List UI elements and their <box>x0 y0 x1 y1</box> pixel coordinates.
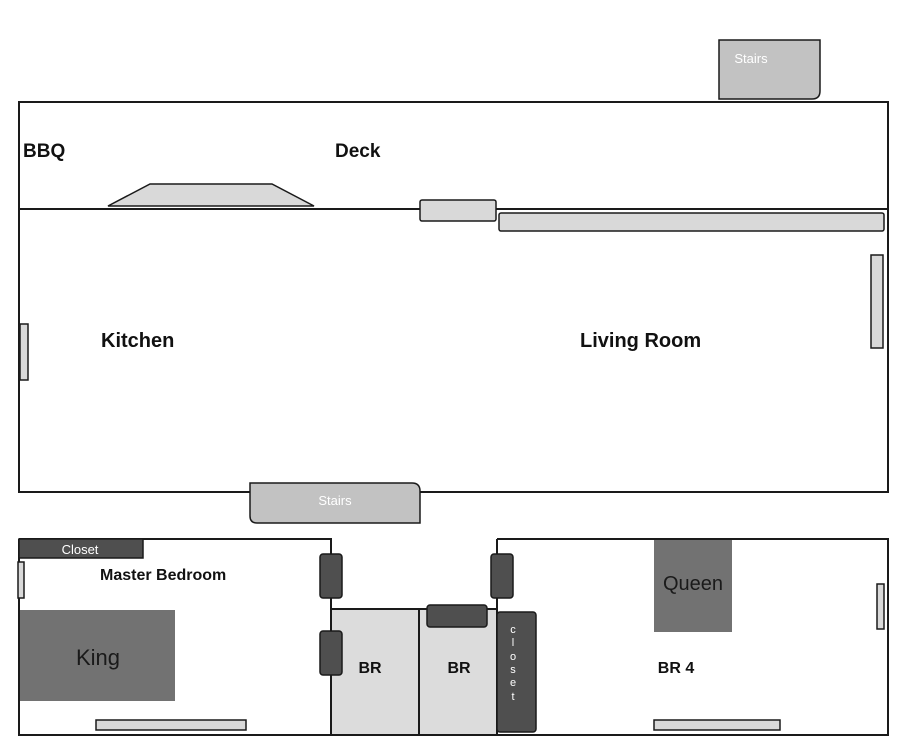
kitchen-label: Kitchen <box>101 330 174 352</box>
bed-king-label: King <box>76 645 120 670</box>
closet-letter: l <box>512 637 514 649</box>
bbq-label: BBQ <box>23 141 65 162</box>
bed-queen <box>654 540 732 632</box>
bed-king <box>20 610 175 701</box>
deck-door <box>419 199 497 222</box>
living-window <box>870 254 884 349</box>
br-2-label: BR <box>447 660 471 677</box>
closet-letter: t <box>511 691 514 703</box>
master-bedroom-label: Master Bedroom <box>100 567 226 584</box>
br4-walls <box>497 538 889 736</box>
closet-letter: s <box>510 664 516 676</box>
master-door-lower <box>319 630 343 676</box>
kitchen-window <box>19 323 29 381</box>
br4-window-right <box>876 583 885 630</box>
br4-label: BR 4 <box>658 660 695 677</box>
living-room-label: Living Room <box>580 330 701 352</box>
br4-door <box>490 553 514 599</box>
closet-letter: c <box>510 624 516 636</box>
br-1-label: BR <box>358 660 382 677</box>
upper-floor-outline <box>18 101 889 493</box>
deck-label: Deck <box>335 141 381 162</box>
bed-queen-label: Queen <box>663 573 723 595</box>
closet-vertical-label: c l o s e t <box>510 624 516 703</box>
master-window-bottom <box>95 719 247 731</box>
stairs-middle <box>249 482 421 524</box>
deck-table <box>107 183 315 207</box>
br-room-1 <box>330 608 420 736</box>
br4-window-bottom <box>653 719 781 731</box>
stairs-top <box>718 39 821 100</box>
closet-letter: o <box>510 651 516 663</box>
closet-letter: e <box>510 677 516 689</box>
closet-master <box>18 538 144 559</box>
closet-vertical <box>496 611 537 733</box>
closet-master-label: Closet <box>62 542 99 557</box>
stairs-middle-label: Stairs <box>318 493 352 508</box>
stairs-top-label: Stairs <box>734 51 768 66</box>
br-vanity <box>426 604 488 628</box>
master-window-left <box>17 561 25 599</box>
living-counter <box>498 212 885 232</box>
master-door-upper <box>319 553 343 599</box>
